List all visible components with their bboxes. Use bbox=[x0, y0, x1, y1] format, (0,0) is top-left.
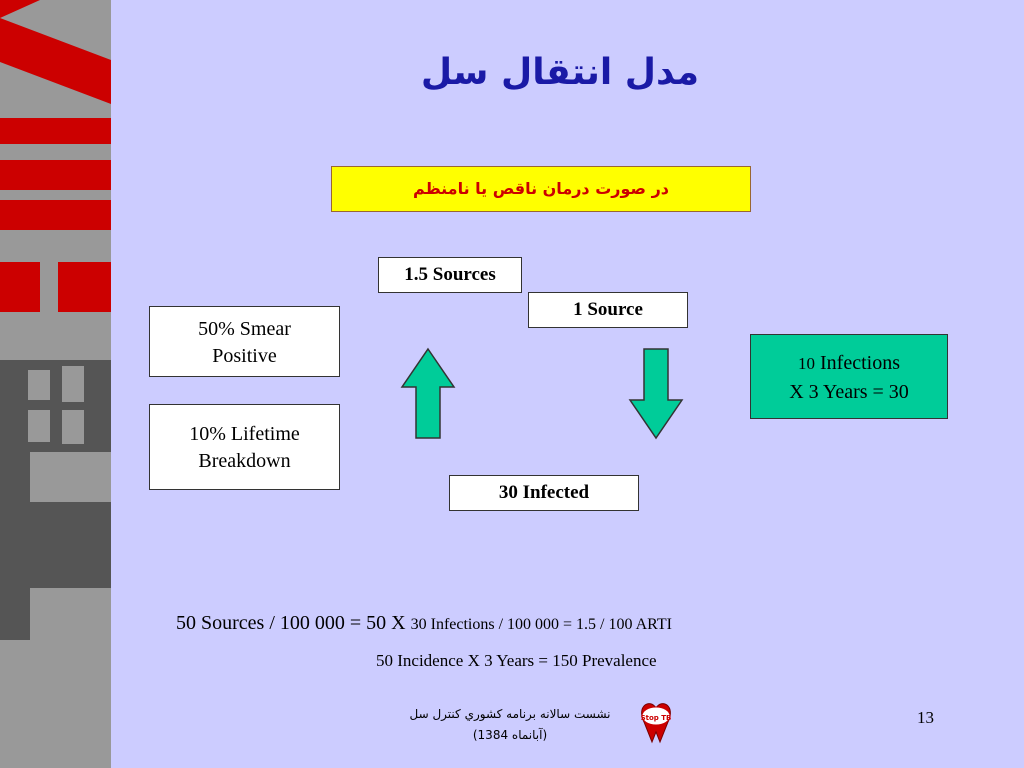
tb-hiv-vertical-logo bbox=[0, 0, 111, 640]
smear-line2: Positive bbox=[212, 345, 277, 367]
slide-title: مدل انتقال سل bbox=[420, 52, 700, 93]
infections-word: Infections bbox=[815, 352, 900, 374]
lifetime-breakdown-box: 10% Lifetime Breakdown bbox=[149, 404, 340, 490]
formula-arti-small: 30 Infections / 100 000 = 1.5 / 100 ARTI bbox=[410, 616, 672, 633]
stop-tb-logo-text: Stop TB bbox=[641, 714, 672, 722]
condition-banner: در صورت درمان ناقص یا نامنظم bbox=[331, 166, 751, 212]
up-arrow-icon bbox=[400, 347, 456, 439]
infected-box: 30 Infected bbox=[449, 475, 639, 511]
formula-prevalence: 50 Incidence X 3 Years = 150 Prevalence bbox=[376, 651, 657, 670]
lifetime-line2: Breakdown bbox=[198, 450, 291, 472]
down-arrow-icon bbox=[628, 348, 684, 440]
infections-line2: X 3 Years = 30 bbox=[789, 381, 909, 403]
formula-arti-main: 50 Sources / 100 000 = 50 X bbox=[176, 612, 411, 634]
sources-box: 1.5 Sources bbox=[378, 257, 522, 293]
infections-box: 10 Infections X 3 Years = 30 bbox=[750, 334, 948, 419]
sidebar-logo bbox=[0, 0, 111, 768]
one-source-box: 1 Source bbox=[528, 292, 688, 328]
infections-line1: 10 Infections bbox=[751, 349, 947, 378]
lifetime-line1: 10% Lifetime bbox=[189, 423, 300, 445]
formula-arti: 50 Sources / 100 000 = 50 X 30 Infection… bbox=[176, 612, 672, 635]
stop-tb-logo-icon: Stop TB bbox=[641, 703, 672, 744]
smear-positive-box: 50% Smear Positive bbox=[149, 306, 340, 377]
infections-number: 10 bbox=[798, 354, 815, 373]
smear-line1: 50% Smear bbox=[198, 318, 291, 340]
page-number: 13 bbox=[917, 708, 934, 727]
footer-event-date: (آبانماه 1384) bbox=[472, 728, 548, 742]
footer-event-title: نشست سالانه برنامه كشوري كنترل سل bbox=[409, 707, 611, 721]
